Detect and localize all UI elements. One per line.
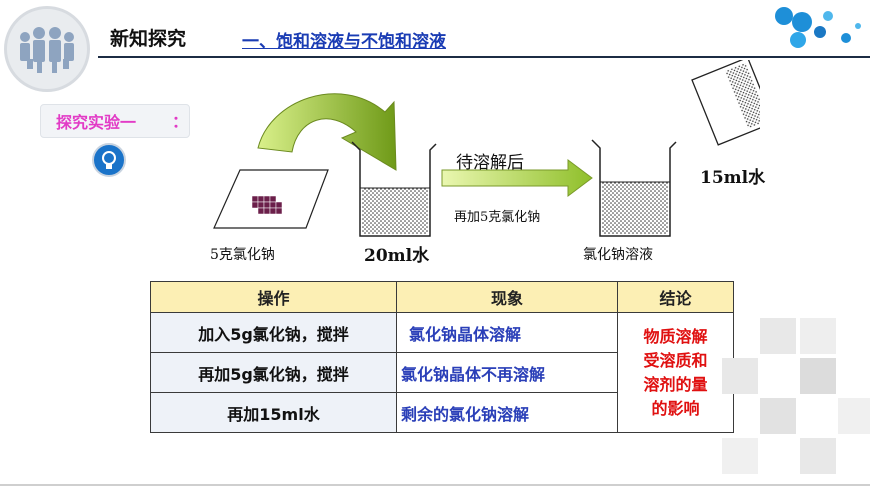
table-row: 再加15ml水 剩余的氯化钠溶解 xyxy=(150,392,734,433)
header-divider xyxy=(98,56,870,58)
table-row: 再加5g氯化钠，搅拌 氯化钠晶体不再溶解 xyxy=(150,352,734,393)
deco-square xyxy=(722,438,758,474)
table-header-row: 操作 现象 结论 xyxy=(150,281,734,313)
header-conclusion: 结论 xyxy=(617,281,734,313)
conclusion-line: 物质溶解 xyxy=(643,326,708,346)
experiment-diagram xyxy=(213,60,760,237)
straight-arrow xyxy=(441,159,593,197)
logo-badge xyxy=(4,6,90,92)
operation-cell: 再加5g氯化钠，搅拌 xyxy=(150,352,397,393)
operation-cell: 加入5g氯化钠，搅拌 xyxy=(150,312,397,353)
deco-square xyxy=(760,318,796,354)
solid-label: 5克氯化钠 xyxy=(210,247,275,263)
pouring-container xyxy=(691,60,760,146)
header-phenomenon: 现象 xyxy=(396,281,618,313)
conclusion-line: 的影响 xyxy=(651,398,700,418)
conclusion-line: 受溶质和 xyxy=(643,350,708,370)
page-title: 新知探究 xyxy=(110,28,187,50)
experiment-table: 操作 现象 结论 加入5g氯化钠，搅拌 氯化钠晶体溶解 物质溶解 受溶质和 溶剂… xyxy=(150,281,734,433)
beaker-water xyxy=(351,141,437,237)
section-heading: 一、饱和溶液与不饱和溶液 xyxy=(242,32,446,52)
header-operation: 操作 xyxy=(150,281,397,313)
experiment-tab-label: 探究实验一 xyxy=(56,113,137,132)
lightbulb-icon xyxy=(92,143,126,177)
phenomenon-cell: 氯化钠晶体不再溶解 xyxy=(396,352,618,393)
deco-square xyxy=(760,398,796,434)
deco-square xyxy=(800,318,836,354)
curved-arrow xyxy=(257,93,397,171)
salt-crystals xyxy=(251,195,283,215)
deco-square xyxy=(800,438,836,474)
arrow-bottom-label: 再加5克氯化钠 xyxy=(454,210,541,225)
arrow-top-label: 待溶解后 xyxy=(456,153,524,173)
solution-label: 氯化钠溶液 xyxy=(583,247,653,263)
phenomenon-cell: 氯化钠晶体溶解 xyxy=(396,312,618,353)
deco-square xyxy=(800,358,836,394)
phenomenon-cell: 剩余的氯化钠溶解 xyxy=(396,392,618,433)
conclusion-line: 溶剂的量 xyxy=(643,374,708,394)
conclusion-cell: 物质溶解 受溶质和 溶剂的量 的影响 xyxy=(617,312,734,433)
water2-label: 15ml水 xyxy=(700,168,766,188)
operation-cell: 再加15ml水 xyxy=(150,392,397,433)
deco-square xyxy=(838,398,870,434)
water1-label: 20ml水 xyxy=(364,246,430,266)
table-row: 加入5g氯化钠，搅拌 氯化钠晶体溶解 物质溶解 受溶质和 溶剂的量 的影响 xyxy=(150,312,734,433)
bubbles-decoration xyxy=(775,7,861,48)
people-group-icon xyxy=(20,27,74,73)
deco-square xyxy=(722,358,758,394)
beaker-solution xyxy=(591,139,677,237)
experiment-tab[interactable] xyxy=(40,104,190,138)
experiment-tab-colon: ： xyxy=(172,112,189,131)
footer-line xyxy=(0,484,870,486)
